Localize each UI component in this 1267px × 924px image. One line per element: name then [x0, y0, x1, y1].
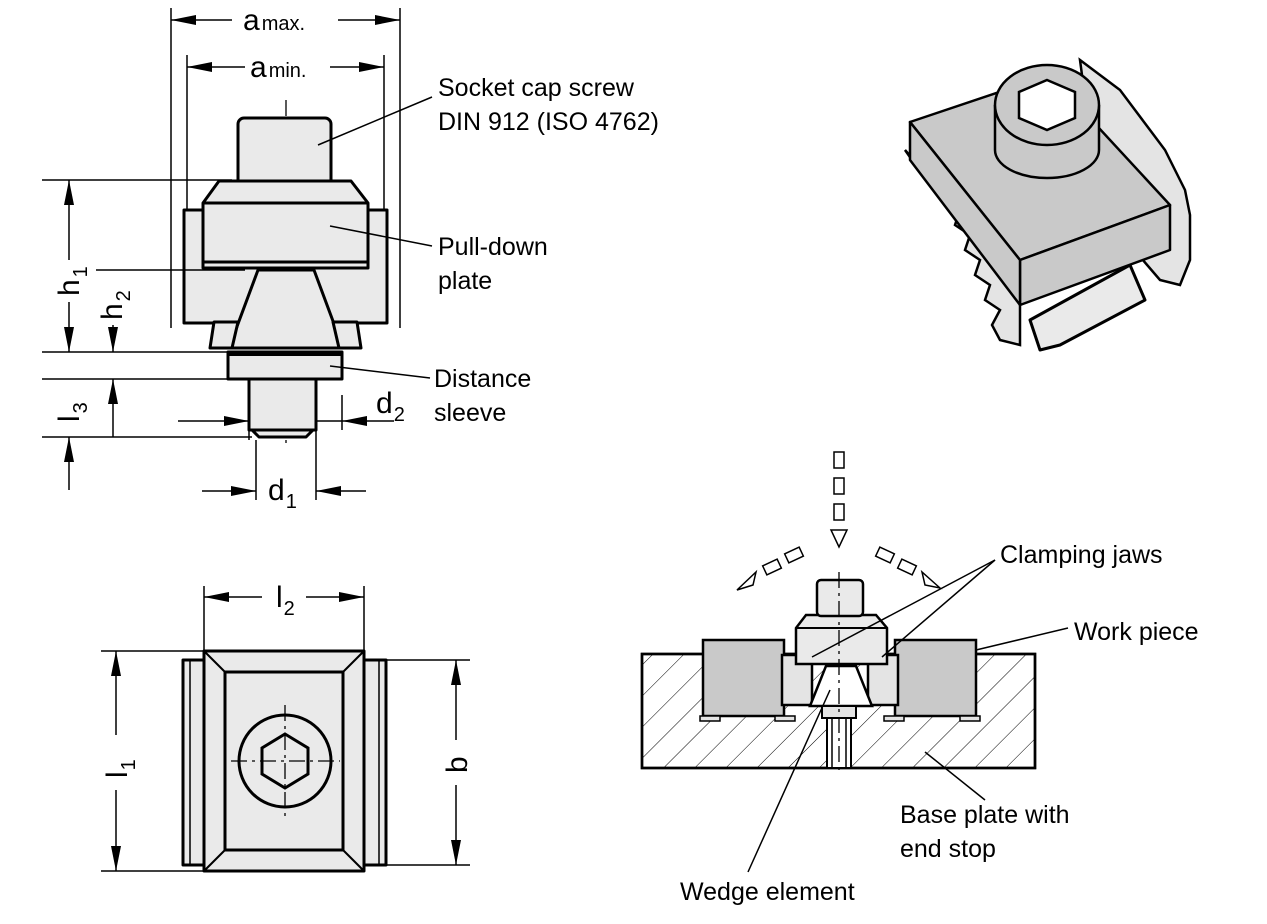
label-socket-cap-screw-1: Socket cap screw — [438, 74, 635, 102]
hex-socket-icon — [260, 732, 310, 790]
leader-socket-cap-screw — [317, 96, 433, 146]
label-pull-down-1: Pull-down — [438, 233, 548, 261]
leader-pull-down-plate — [329, 225, 433, 247]
h1-label: h1 — [53, 266, 92, 296]
label-clamping-jaws: Clamping jaws — [1000, 541, 1163, 569]
l2-label: l2 — [276, 581, 295, 620]
section-view: Clamping jaws Work piece Base plate with… — [640, 451, 1199, 906]
jaw-tooth-left — [208, 320, 240, 350]
iso-hex-socket-icon — [1017, 78, 1077, 132]
dim-l1: l1 — [101, 650, 204, 872]
threaded-stud — [247, 377, 318, 432]
label-base-plate-1: Base plate with — [900, 801, 1070, 829]
leader-distance-sleeve — [329, 365, 431, 379]
clamping-direction-arrows — [736, 451, 943, 591]
down-arrow-icon — [829, 529, 849, 549]
top-view: l2 l1 b — [101, 581, 474, 873]
leader-work-piece — [975, 627, 1069, 651]
jaw-tooth-right — [331, 320, 363, 350]
l1-label: l1 — [101, 759, 140, 778]
label-pull-down-2: plate — [438, 267, 492, 295]
label-wedge-element: Wedge element — [680, 878, 855, 906]
section-screw-head — [815, 578, 865, 618]
b-label: b — [441, 756, 474, 773]
isometric-view — [903, 57, 1192, 352]
section-pull-down-plate — [794, 613, 889, 666]
pull-down-plate-shape — [201, 179, 370, 270]
leader-clamping-jaw-a — [811, 559, 996, 658]
distance-sleeve-shape — [226, 350, 344, 381]
dim-l2: l2 — [203, 581, 365, 651]
dim-h2: h2 — [96, 269, 245, 352]
top-jaw-right — [361, 658, 388, 867]
label-base-plate-2: end stop — [900, 835, 996, 863]
screw-head — [236, 116, 333, 188]
l3-label: l3 — [53, 402, 92, 422]
leader-base-plate — [924, 751, 986, 801]
right-arrow-icon — [920, 569, 943, 590]
dim-l3: l3 — [42, 378, 252, 490]
left-arrow-icon — [736, 569, 758, 591]
label-socket-cap-screw-2: DIN 912 (ISO 4762) — [438, 108, 659, 136]
section-wedge — [808, 664, 874, 708]
label-distance-2: sleeve — [434, 399, 506, 427]
dim-b: b — [386, 659, 474, 866]
dim-d2: d2 — [178, 387, 405, 500]
work-piece-left — [701, 638, 786, 718]
label-distance-1: Distance — [434, 365, 531, 393]
leader-wedge-element — [747, 689, 831, 873]
iso-plate-side — [908, 120, 1022, 307]
leader-clamping-jaw-b — [881, 559, 996, 658]
dim-d1: d1 — [202, 440, 366, 513]
label-work-piece: Work piece — [1074, 618, 1199, 646]
d1-label: d1 — [268, 474, 297, 513]
iso-wedge — [1028, 263, 1147, 352]
d2-label: d2 — [376, 387, 405, 426]
work-piece-right — [893, 638, 978, 718]
h2-label: h2 — [96, 290, 135, 320]
dim-h1: h1 — [42, 179, 232, 353]
